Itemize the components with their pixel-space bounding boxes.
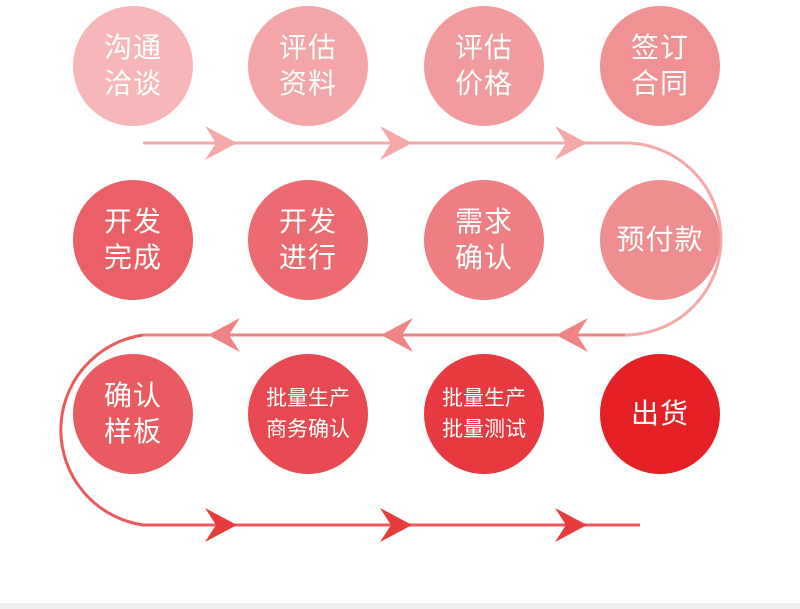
step-label-line: 完成 [103, 241, 162, 274]
flow-arrow-left-icon [556, 318, 588, 352]
step-circle-evaluate-materials: 评估 资料 [248, 6, 368, 126]
bottom-divider [0, 603, 800, 609]
step-circle-sign-contract: 签订 合同 [600, 6, 720, 126]
flow-arrow-right-icon [380, 126, 412, 160]
step-circle-development-complete: 开发 完成 [73, 180, 193, 300]
step-label-line: 洽谈 [103, 67, 162, 100]
step-label-line: 需求 [454, 205, 513, 238]
step-label-line: 评估 [454, 31, 513, 64]
step-circle-mass-production-testing: 批量生产 批量测试 [424, 354, 544, 474]
flow-arrow-left-icon [208, 318, 240, 352]
step-label-line: 确认 [454, 241, 513, 274]
step-label-line: 合同 [630, 67, 689, 100]
step-label-line: 资料 [278, 67, 337, 100]
step-circle-prepayment: 预付款 [600, 180, 720, 300]
step-circle-communicate: 沟通 洽谈 [73, 6, 193, 126]
step-circle-development-in-progress: 开发 进行 [248, 180, 368, 300]
flow-arrow-right-icon [205, 508, 237, 542]
step-circle-shipment: 出货 [600, 354, 720, 474]
flow-arrow-right-icon [555, 508, 587, 542]
step-circle-mass-production-business-confirm: 批量生产 商务确认 [248, 354, 368, 474]
flow-arrow-left-icon [381, 318, 413, 352]
step-label-line: 开发 [103, 205, 162, 238]
step-circle-requirement-confirm: 需求 确认 [424, 180, 544, 300]
step-label-line: 批量测试 [442, 417, 526, 441]
flow-arrow-right-icon [380, 508, 412, 542]
step-label-line: 开发 [278, 205, 337, 238]
step-label-line: 进行 [278, 241, 337, 274]
step-label-line: 批量生产 [442, 386, 526, 410]
step-label-line: 商务确认 [266, 417, 350, 441]
step-label-line: 评估 [278, 31, 337, 64]
step-label-line: 预付款 [616, 223, 704, 256]
step-label-line: 沟通 [103, 31, 162, 64]
flow-path-top [143, 141, 723, 337]
flow-arrow-right-icon [555, 126, 587, 160]
step-label-line: 确认 [103, 379, 162, 412]
flow-arrow-right-icon [205, 126, 237, 160]
step-circle-evaluate-price: 评估 价格 [424, 6, 544, 126]
step-label-line: 出货 [630, 397, 689, 430]
step-label-line: 批量生产 [266, 386, 350, 410]
step-circle-confirm-sample: 确认 样板 [73, 354, 193, 474]
step-label-line: 价格 [454, 67, 513, 100]
flow-path-bottom [59, 333, 640, 527]
step-label-line: 样板 [103, 415, 162, 448]
step-label-line: 签订 [630, 31, 689, 64]
